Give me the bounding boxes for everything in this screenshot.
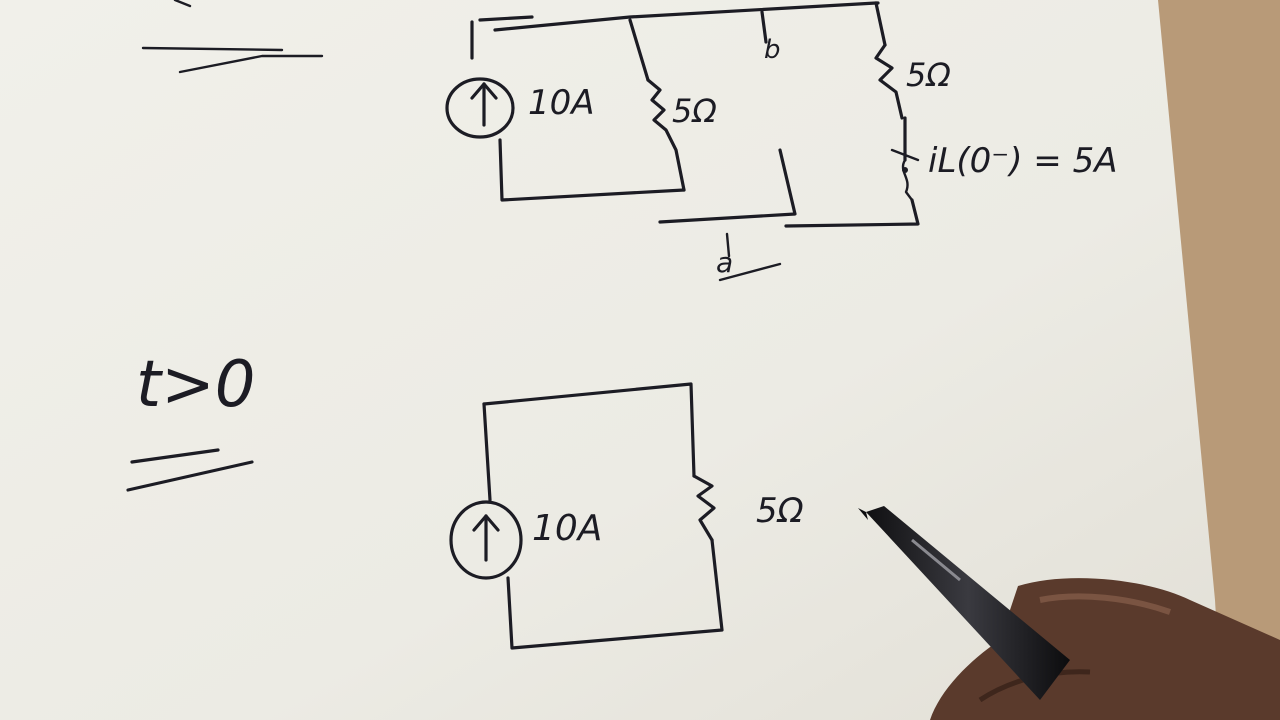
node-a-underline [718,262,782,282]
top-circuit [470,1,920,228]
top-resistor-middle [646,78,686,192]
top-resistor-right-label: 5Ω [906,56,951,94]
time-label: t>0 [136,348,255,422]
top-current-source [445,77,515,139]
inductor-current-label: iL(0⁻) = 5A [928,141,1118,181]
node-a-label: a [716,246,733,279]
time-underline [126,448,254,492]
bottom-resistor-label: 5Ω [756,491,804,531]
pen-icon [866,506,1070,700]
top-resistor-right [874,43,904,120]
underline-marks-top [141,0,324,74]
bottom-source-label: 10A [532,508,602,549]
bottom-current-source [449,500,523,580]
bottom-resistor [692,474,716,542]
top-source-label: 10A [528,83,595,123]
bottom-circuit [482,382,724,650]
node-b-label: b [764,35,781,65]
inductor-marker [890,148,920,202]
hand-holding-pen [858,506,1280,720]
top-resistor-middle-label: 5Ω [672,92,717,130]
